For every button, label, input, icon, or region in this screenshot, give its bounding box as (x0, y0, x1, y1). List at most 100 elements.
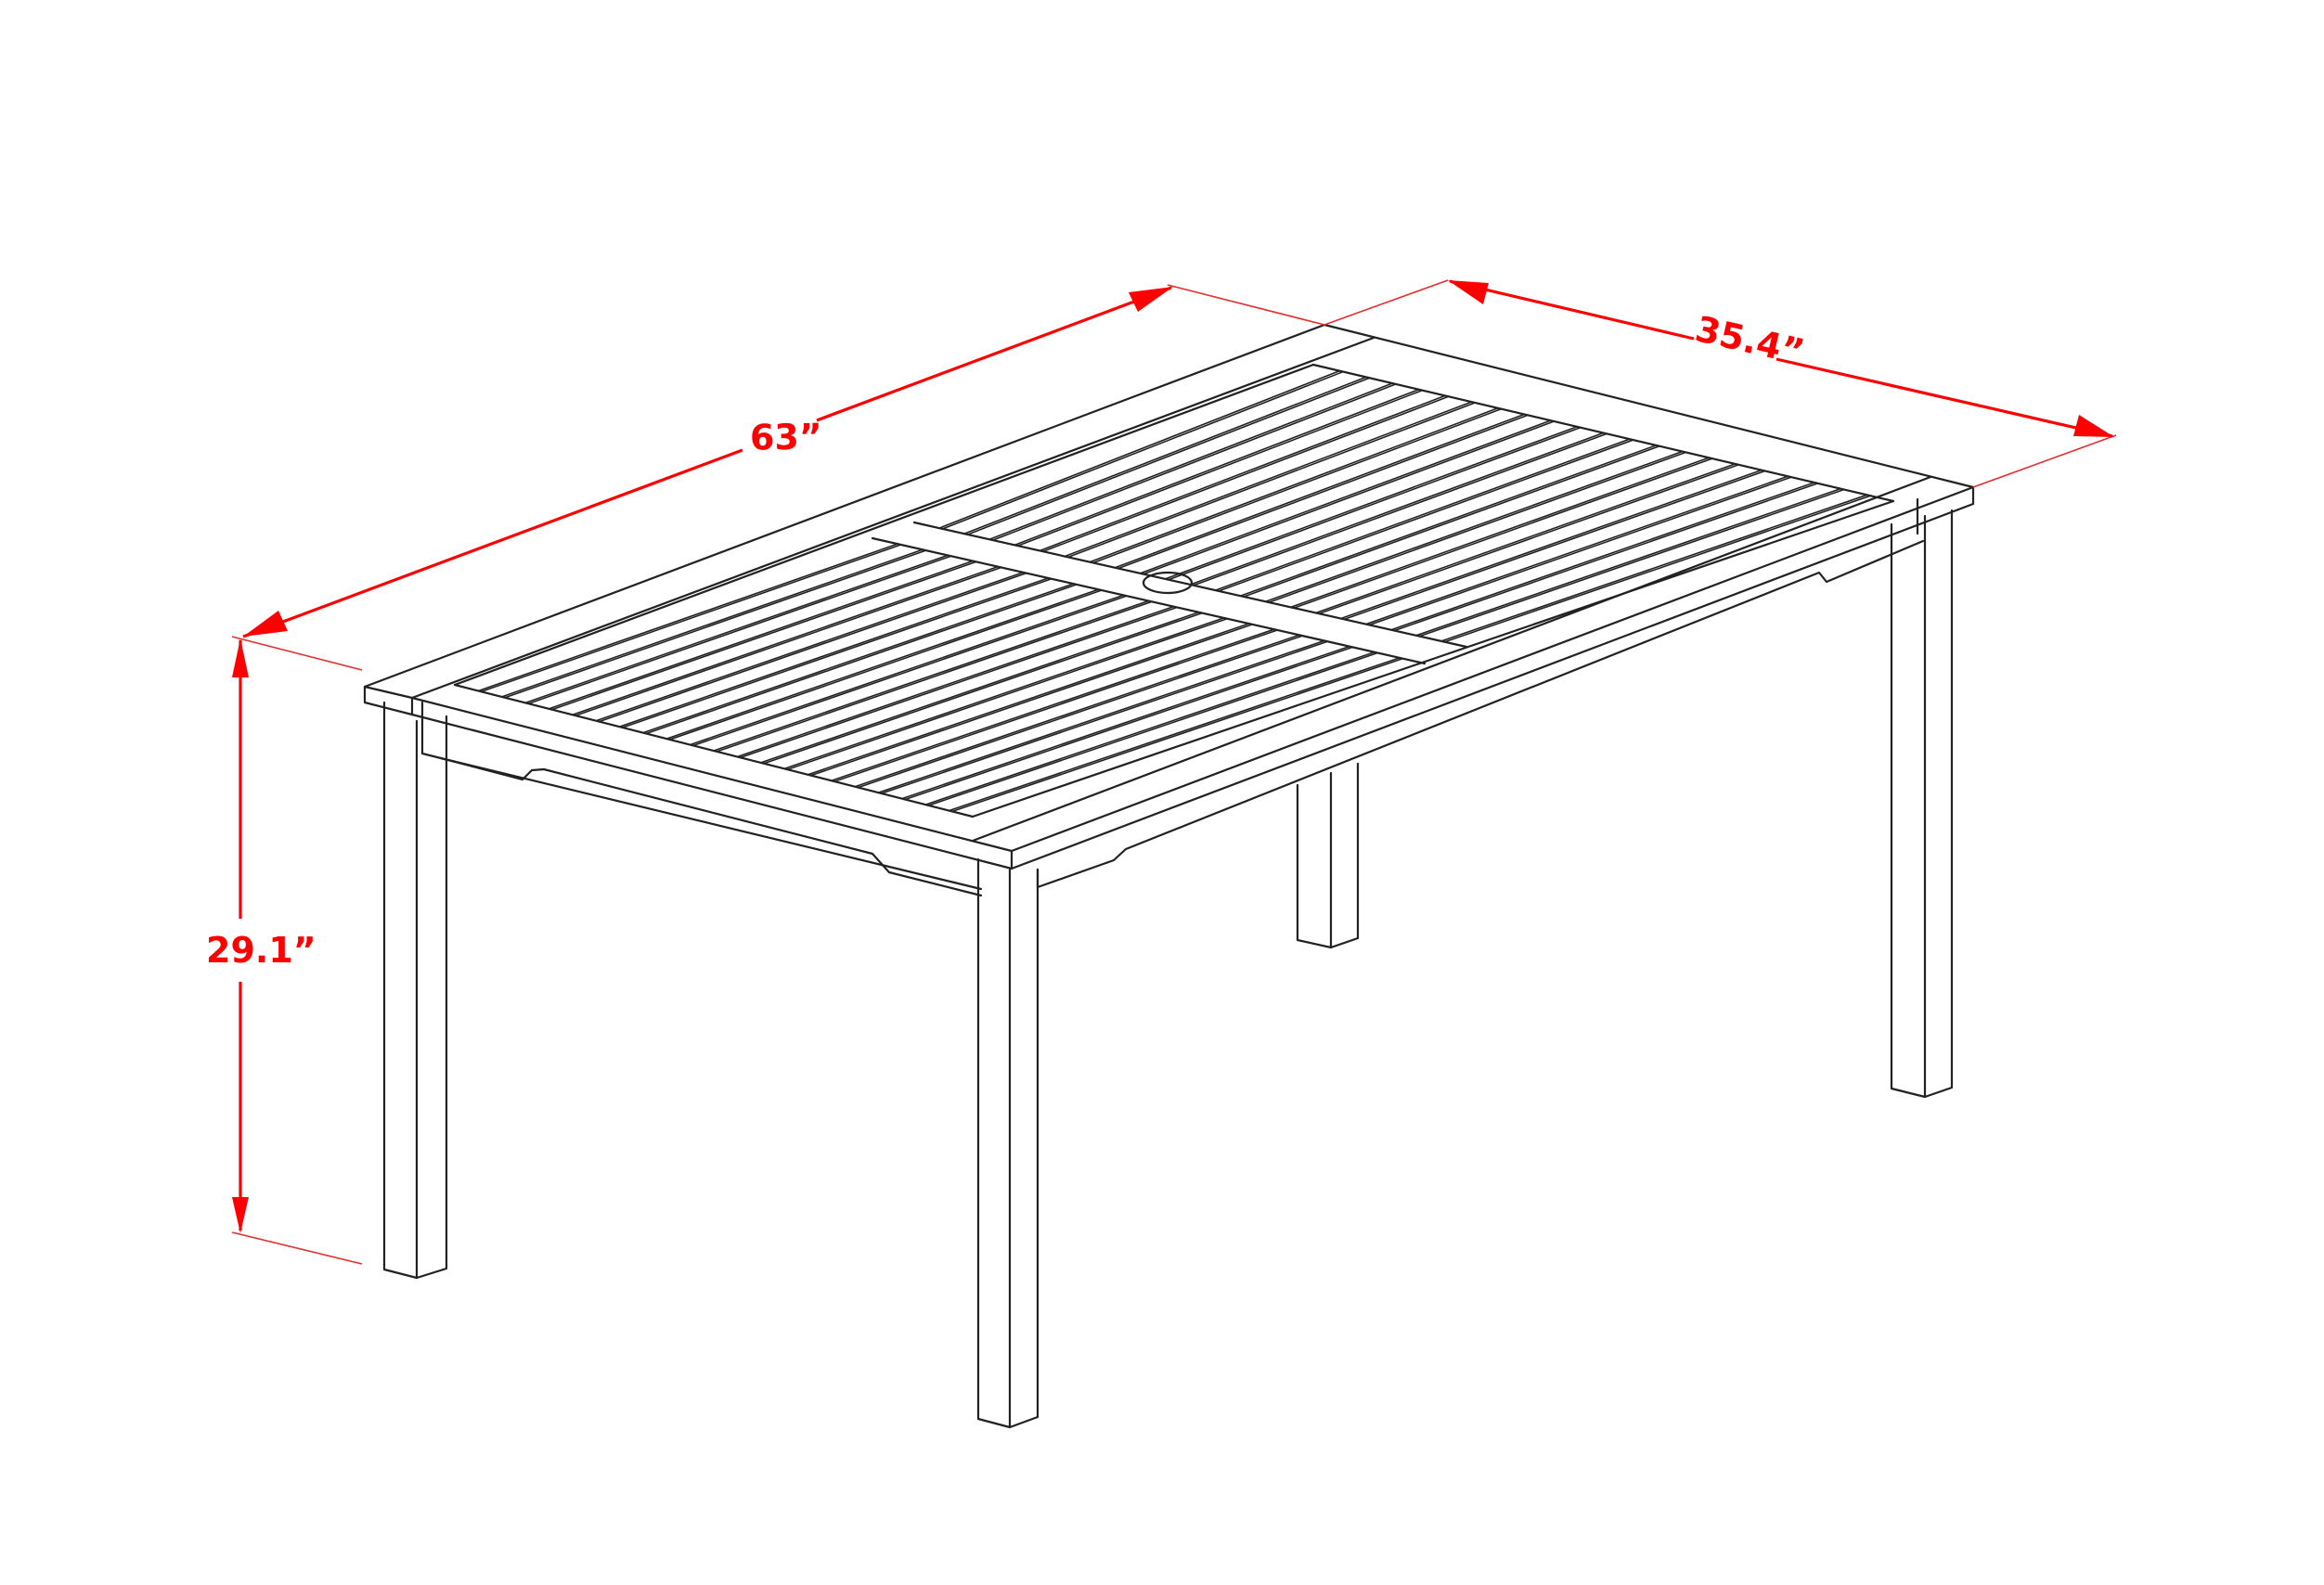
slat-line (1240, 445, 1657, 597)
slat-line (854, 634, 1300, 788)
slat-line (713, 599, 1149, 752)
slat-line (1293, 457, 1713, 609)
aprons (420, 497, 1925, 897)
slat-line (833, 629, 1278, 782)
slat-line (478, 543, 898, 692)
slat-line (1218, 439, 1633, 592)
slat-line (831, 628, 1274, 782)
slat-line (1092, 407, 1502, 564)
slat-line (504, 549, 926, 699)
slat-line (1344, 470, 1765, 621)
slat-line (1064, 401, 1472, 558)
extension-line (231, 1231, 363, 1265)
slats-left-panel (478, 543, 1403, 813)
slat-line (1017, 389, 1423, 547)
slat-line (942, 370, 1344, 530)
dimension-annotations (231, 279, 2117, 1265)
slat-line (549, 560, 974, 710)
slat-line (524, 554, 949, 704)
slat-line (1042, 395, 1450, 553)
length-dimension (242, 286, 1173, 638)
slat-line (528, 555, 951, 704)
slat-line (595, 572, 1024, 722)
slat-line (690, 594, 1124, 746)
slat-line (951, 657, 1403, 813)
slat-line (1190, 432, 1604, 586)
slat-line (783, 617, 1224, 770)
slat-line (1369, 476, 1792, 626)
extension-line (1167, 284, 1325, 326)
slat-line (642, 583, 1074, 734)
slat-line (1143, 420, 1555, 575)
slat-line (878, 639, 1325, 793)
slat-line (928, 651, 1378, 806)
slat-line (807, 623, 1249, 776)
slat-line (1117, 414, 1529, 570)
slat-line (1039, 394, 1446, 552)
extension-line (231, 636, 363, 671)
slat-line (949, 657, 1401, 812)
slat-line (1115, 413, 1525, 569)
table-top (363, 323, 1975, 870)
slat-line (1444, 495, 1871, 643)
length-label: 63” (749, 416, 823, 458)
table-drawing (363, 323, 1975, 1429)
slat-line (622, 578, 1052, 728)
slat-line (925, 651, 1375, 805)
slat-line (763, 612, 1203, 765)
slat-line (1243, 445, 1660, 598)
slat-line (1419, 488, 1845, 638)
slat-line (1165, 426, 1578, 580)
slat-line (963, 376, 1367, 535)
slat-line (619, 577, 1049, 728)
slat-line (599, 572, 1027, 723)
height-label: 29.1” (206, 930, 316, 971)
slat-line (1014, 388, 1419, 547)
slat-line (645, 584, 1078, 735)
slat-line (481, 544, 901, 693)
slat-line (810, 624, 1253, 777)
slat-line (1090, 407, 1499, 563)
slat-line (1394, 483, 1818, 632)
slat-line (967, 377, 1370, 535)
slat-line (1390, 482, 1815, 631)
slat-line (938, 369, 1340, 529)
slat-line (737, 605, 1174, 758)
extension-line (1323, 279, 1449, 326)
slats-right-panel (938, 369, 1871, 643)
umbrella-hole (1142, 571, 1194, 595)
slat-line (988, 382, 1393, 541)
height-dimension (232, 638, 249, 1233)
slat-line (1415, 487, 1841, 637)
slat-line (1215, 438, 1631, 591)
slat-line (881, 640, 1328, 794)
slat-line (717, 600, 1153, 753)
slat-line (1193, 432, 1607, 586)
slat-line (858, 635, 1303, 789)
width-dimension (1448, 279, 2114, 438)
slat-line (1067, 402, 1476, 559)
slat-line (787, 617, 1228, 770)
slat-line (666, 588, 1099, 740)
slat-line (1440, 494, 1867, 642)
leg-back-right (1890, 509, 1954, 1099)
slat-line (551, 561, 977, 711)
slat-line (1168, 426, 1582, 581)
slat-line (692, 595, 1128, 747)
slat-line (992, 383, 1397, 541)
slat-line (669, 589, 1103, 741)
slat-line (501, 548, 923, 698)
slat-line (575, 566, 1002, 716)
slat-line (1140, 419, 1551, 574)
slat-line (1265, 450, 1683, 603)
slat-line (1268, 451, 1686, 603)
leg-front-left (382, 701, 448, 1280)
slat-line (1315, 463, 1736, 614)
slat-line (1340, 469, 1762, 620)
leg-front-center (976, 857, 1039, 1429)
slat-line (904, 646, 1353, 801)
slat-line (1365, 475, 1788, 625)
slat-line (572, 565, 999, 716)
slat-line (740, 606, 1178, 759)
